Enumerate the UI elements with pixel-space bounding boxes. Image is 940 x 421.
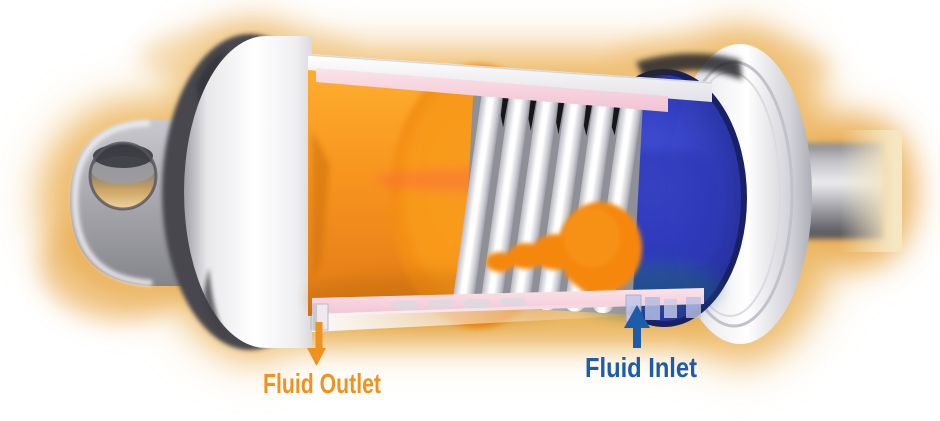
down-arrow-icon — [307, 322, 326, 366]
fluid-outlet-label: Fluid Outlet — [263, 368, 381, 399]
cylinder-top-wall — [307, 54, 713, 112]
fluid-jet — [486, 202, 642, 294]
cap-gap-shadow — [636, 53, 742, 82]
mounting-eye-hole — [88, 141, 158, 211]
piston-rod — [798, 130, 902, 252]
cylinder-bottom-wall — [312, 288, 704, 332]
inlet-port — [625, 294, 701, 323]
fluid-inlet-label: Fluid Inlet — [585, 352, 697, 383]
up-arrow-icon — [624, 305, 650, 348]
left-end-cap — [162, 34, 348, 350]
